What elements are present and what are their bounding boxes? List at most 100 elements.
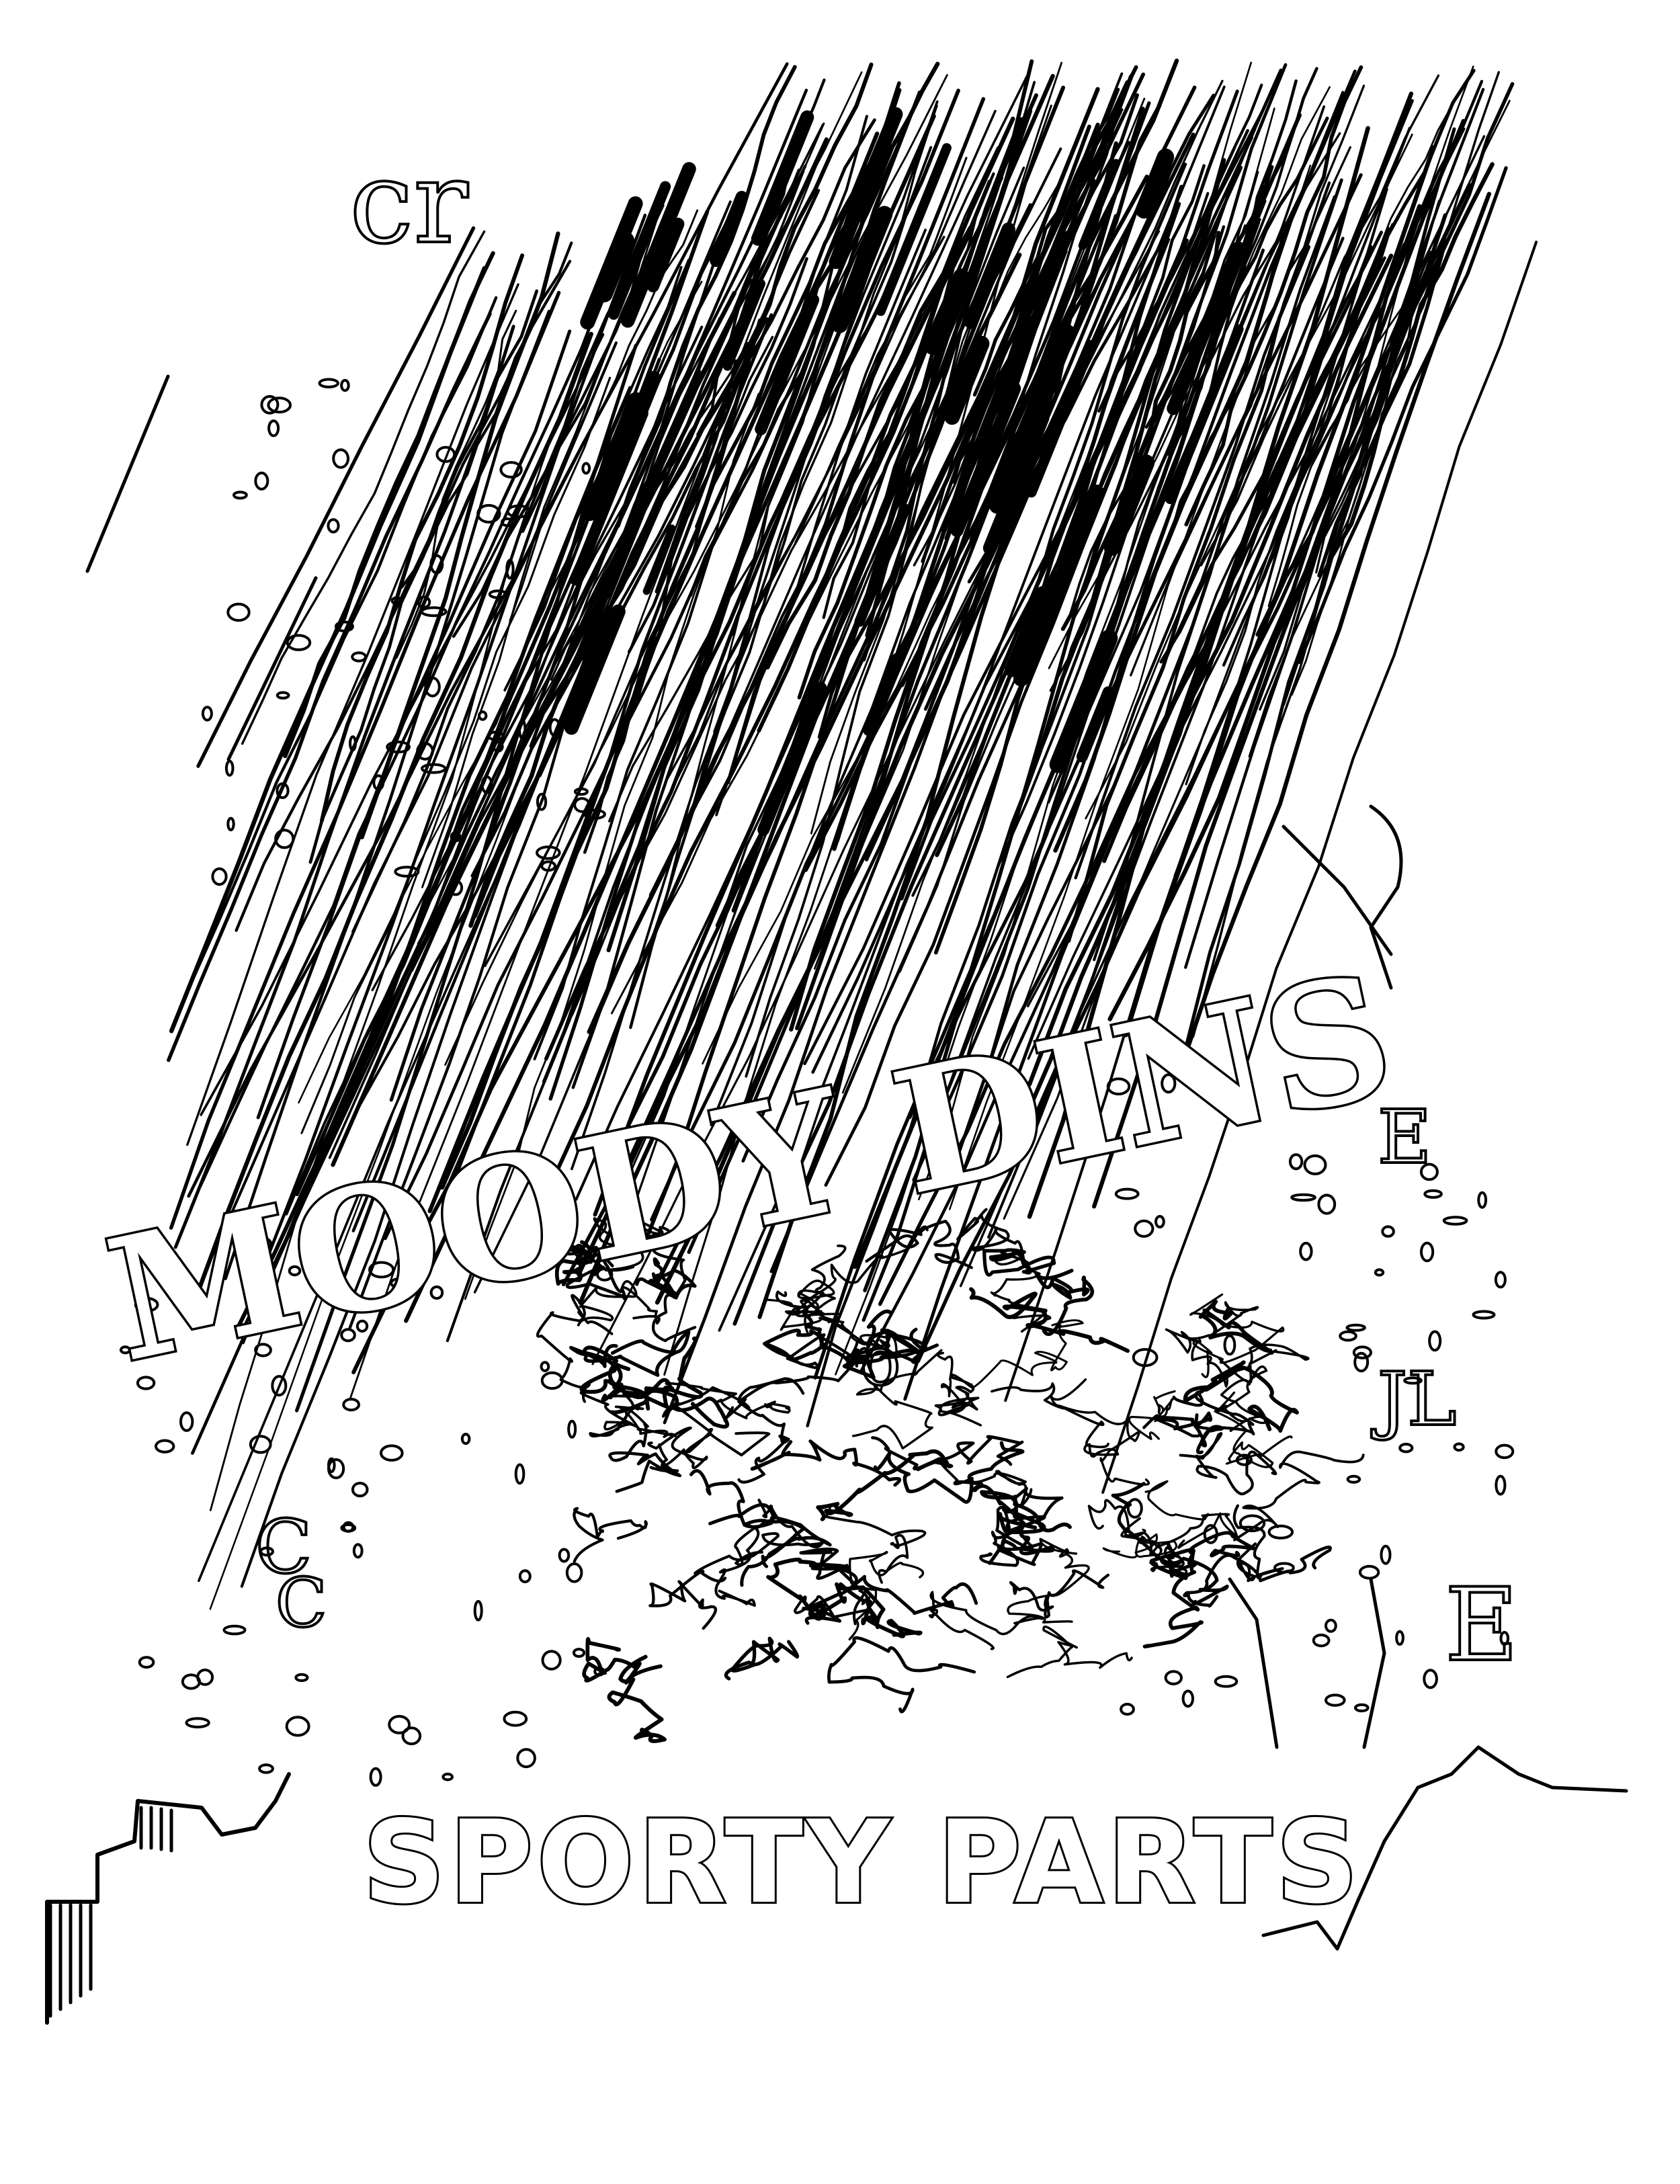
- glyph-c-2: C: [276, 1564, 327, 1642]
- scatter-mark: [416, 742, 434, 761]
- glyph-c-1: C: [255, 1504, 312, 1590]
- scribble-stroke: [1214, 1365, 1269, 1432]
- scatter-mark: [300, 1236, 308, 1253]
- subtitle-text: SPORTY PARTS: [363, 1796, 1362, 1929]
- scribble-stroke: [694, 1499, 824, 1575]
- scatter-mark: [435, 446, 456, 463]
- scribble-stroke: [750, 1439, 902, 1487]
- scatter-mark: [1325, 1693, 1346, 1707]
- scatter-mark: [390, 1277, 409, 1289]
- scatter-mark: [581, 462, 591, 475]
- scatter-mark: [1288, 1153, 1304, 1171]
- scatter-mark: [327, 1457, 336, 1474]
- hatch-accent: [964, 222, 1015, 329]
- scribble-stroke: [1142, 1390, 1255, 1438]
- scribble-stroke: [1009, 1569, 1109, 1619]
- hatch-stroke: [1097, 83, 1263, 413]
- scatter-mark: [424, 676, 441, 698]
- scatter-mark: [583, 808, 606, 820]
- scatter-mark: [1132, 1348, 1159, 1368]
- hatch-stroke: [241, 151, 796, 1333]
- scatter-mark: [1345, 1323, 1366, 1332]
- scribble-stroke: [579, 1380, 643, 1438]
- scatter-mark: [536, 792, 548, 811]
- hatch-accent: [580, 196, 643, 330]
- scatter-mark: [573, 1243, 585, 1258]
- scatter-mark: [1235, 1454, 1253, 1466]
- scatter-mark: [567, 1419, 577, 1439]
- scatter-mark: [386, 741, 411, 754]
- hatch-accent: [994, 230, 1074, 413]
- hatch-stroke: [169, 265, 487, 1034]
- scatter-mark: [1495, 1474, 1507, 1496]
- hatch-accent: [755, 294, 820, 435]
- hatch-accent: [796, 648, 829, 719]
- hatch-stroke: [571, 100, 939, 1171]
- hatch-accent: [1103, 454, 1155, 556]
- hatch-accent: [608, 181, 671, 320]
- scribble-stroke: [536, 1294, 614, 1403]
- scatter-mark: [352, 1543, 364, 1559]
- right-wavy-line: [1261, 1745, 1628, 1951]
- hatch-stroke: [986, 79, 1224, 569]
- scribble-stroke: [1198, 1300, 1274, 1355]
- scatter-mark: [1126, 1498, 1143, 1519]
- scribble-stroke: [569, 1330, 691, 1377]
- scribble-stroke: [714, 1526, 763, 1607]
- hatch-accent: [620, 162, 696, 328]
- hatch-stroke: [1159, 230, 1383, 664]
- scribble-stroke: [647, 1426, 708, 1473]
- scribble-stroke: [1102, 1528, 1177, 1559]
- scatter-mark: [573, 797, 591, 813]
- scatter-mark: [254, 471, 269, 491]
- scatter-mark: [1223, 1334, 1236, 1356]
- hatch-stroke: [726, 97, 986, 785]
- hatch-stroke: [295, 343, 638, 1413]
- scatter-mark: [540, 1371, 564, 1390]
- hatch-accent: [925, 268, 970, 355]
- hatch-accent: [1004, 586, 1050, 677]
- scatter-mark: [596, 1267, 614, 1282]
- scatter-mark: [285, 1716, 310, 1737]
- scatter-mark: [536, 845, 561, 860]
- scatter-mark: [1395, 1630, 1404, 1646]
- hatch-stroke: [1101, 241, 1538, 1494]
- scatter-mark: [506, 504, 532, 519]
- scatter-mark: [267, 396, 292, 414]
- hatch-stroke: [710, 72, 1124, 1126]
- scatter-mark: [1380, 1544, 1392, 1565]
- scribble-stroke: [970, 1319, 1084, 1389]
- hatch-stroke: [308, 289, 539, 864]
- hatch-stroke: [1185, 226, 1390, 786]
- scatter-mark: [1106, 1077, 1131, 1095]
- scatter-mark: [429, 554, 444, 575]
- hatch-stroke: [473, 75, 1029, 1294]
- hatch-stroke: [614, 335, 774, 752]
- scatter-mark: [1419, 1163, 1439, 1181]
- scribble-stroke: [689, 1469, 775, 1529]
- scribble-stroke: [647, 1226, 697, 1343]
- scatter-mark: [251, 1236, 273, 1251]
- scatter-mark: [573, 787, 589, 796]
- scatter-mark: [340, 1328, 356, 1343]
- hatch-stroke: [209, 253, 615, 1511]
- scribble-stroke: [1128, 1390, 1176, 1440]
- scribble-stroke: [980, 1490, 1072, 1534]
- scribble-stroke: [816, 1449, 950, 1521]
- scatter-mark: [249, 1435, 272, 1454]
- scribble-stroke: [763, 1312, 851, 1370]
- hatch-stroke: [320, 253, 525, 823]
- scatter-mark: [540, 1361, 550, 1372]
- scatter-mark: [1120, 1703, 1135, 1716]
- hatch-stroke: [1169, 146, 1351, 538]
- hatch-stroke: [810, 62, 1063, 835]
- hatch-stroke: [1297, 166, 1508, 665]
- scribble-stroke: [956, 1208, 1030, 1265]
- scribble-stroke: [997, 1486, 1064, 1566]
- scribble-stroke: [1165, 1301, 1259, 1366]
- hatch-stroke: [1328, 162, 1495, 561]
- scribble-stroke: [1183, 1546, 1332, 1608]
- scribble-stroke: [554, 1240, 616, 1286]
- scatter-mark: [254, 1343, 272, 1357]
- hatch-stroke: [241, 230, 486, 745]
